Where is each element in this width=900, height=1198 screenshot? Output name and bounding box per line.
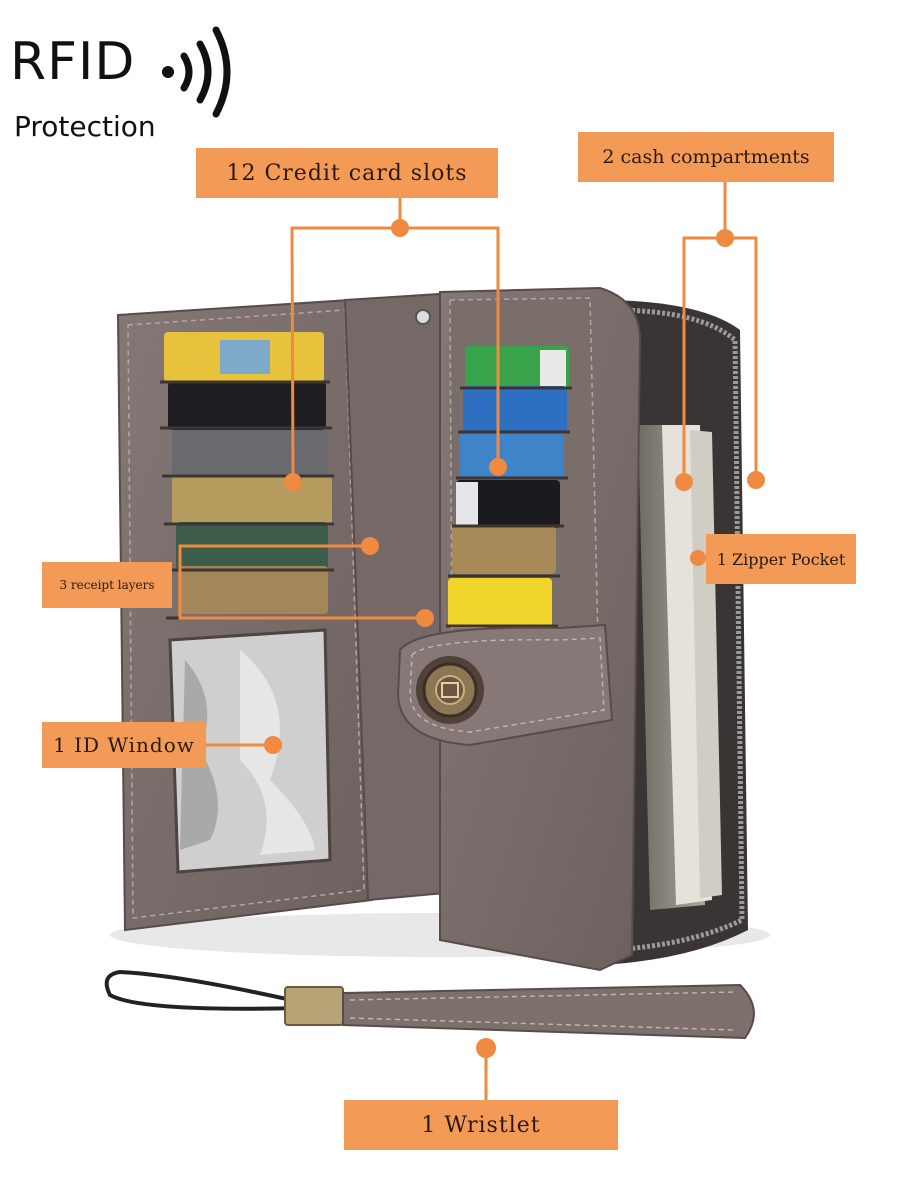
callout-receipt-layers: 3 receipt layers [42, 562, 172, 608]
right-card-panel [396, 286, 642, 972]
callout-wristlet: 1 Wristlet [344, 1100, 618, 1150]
card [448, 578, 552, 628]
card [172, 476, 332, 526]
card [463, 386, 567, 432]
rfid-subtitle: Protection [14, 110, 156, 143]
callout-id-window: 1 ID Window [42, 722, 206, 768]
callout-cash-compartments: 2 cash compartments [578, 132, 834, 182]
snap-button-icon [416, 656, 484, 724]
rfid-label: RFID [10, 32, 136, 92]
card [178, 566, 328, 614]
card [460, 432, 564, 480]
callout-credit-card-slots: 12 Credit card slots [196, 148, 498, 198]
rfid-protection-badge: RFID Protection [10, 18, 250, 148]
card [172, 430, 328, 478]
card [168, 382, 326, 430]
rfid-wave-icon [162, 26, 231, 118]
leader-dots [264, 219, 765, 1058]
wristlet-strap [104, 969, 755, 1040]
card [456, 480, 560, 528]
card [452, 526, 556, 574]
left-card-panel [116, 298, 374, 932]
callout-zipper-pocket: 1 Zipper Pocket [706, 534, 856, 584]
